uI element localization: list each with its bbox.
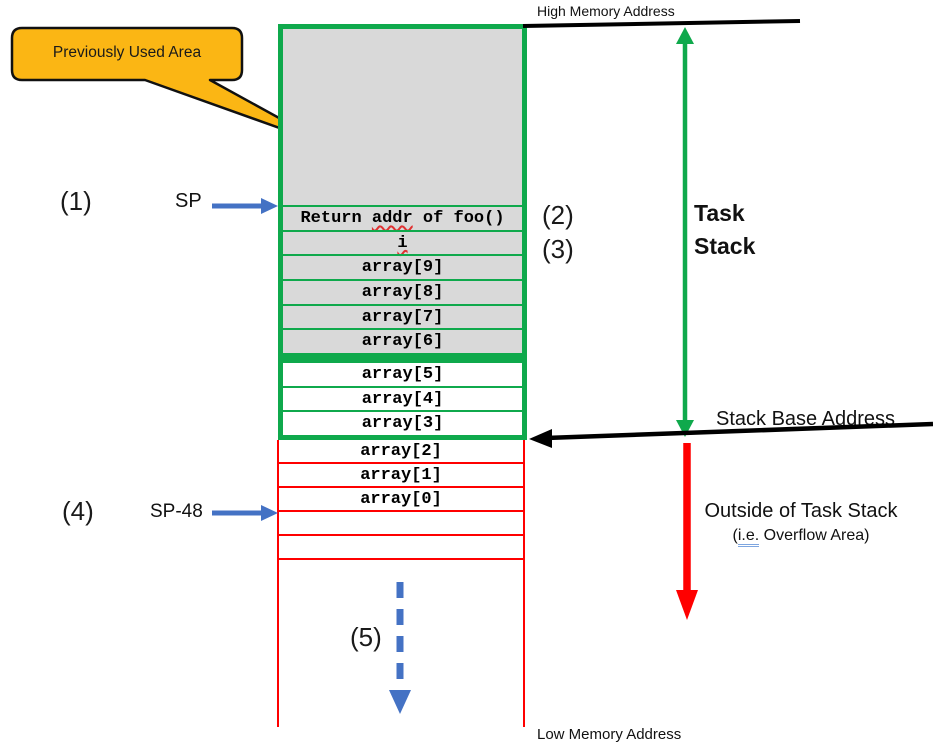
marker-4: (4)	[62, 496, 94, 526]
stack-row-array2: array[2]	[279, 440, 523, 464]
task-stack-arrow	[676, 27, 694, 437]
stack-row-empty	[279, 512, 523, 536]
row-text-misspelled: addr	[371, 208, 413, 228]
callout-bubble	[10, 26, 332, 148]
marker-2: (2)	[542, 200, 574, 230]
stack-inbound-box: array[5] array[4] array[3]	[278, 358, 527, 440]
stack-row-array0: array[0]	[279, 488, 523, 512]
callout-label: Previously Used Area	[52, 44, 202, 61]
stack-row-array5: array[5]	[361, 364, 444, 384]
sp48-label: SP-48	[150, 501, 203, 522]
marker-3: (3)	[542, 234, 574, 264]
stack-row-array7: array[7]	[283, 303, 522, 329]
low-memory-label: Low Memory Address	[537, 726, 682, 743]
outside-line1: Outside of Task Stack	[704, 500, 898, 522]
outside-rest: Overflow Area)	[759, 527, 870, 544]
stack-row-array6: array[6]	[283, 328, 522, 353]
task-stack-line2: Stack	[694, 233, 756, 259]
task-stack-label: Task Stack	[694, 197, 755, 263]
outside-paren: (	[732, 527, 738, 544]
stack-growth-arrow	[389, 582, 411, 714]
marker-5: (5)	[350, 622, 382, 652]
stack-used-area-box: Return addr of foo() i array[9] array[8]…	[278, 24, 527, 358]
outside-ie: i.e.	[737, 527, 760, 547]
stack-row-empty	[279, 536, 523, 560]
high-memory-line	[522, 19, 801, 28]
stack-row-array3: array[3]	[283, 410, 522, 435]
outside-task-stack-label: Outside of Task Stack (i.e. Overflow Are…	[690, 500, 912, 547]
stack-row-array8: array[8]	[283, 279, 522, 304]
stack-overflow-region: array[2] array[1] array[0]	[277, 440, 525, 727]
stack-row-array9: array[9]	[283, 254, 522, 279]
marker-1: (1)	[60, 186, 92, 216]
overflow-arrow	[676, 443, 698, 620]
row-text: of foo()	[412, 208, 505, 228]
row-text-misspelled: i	[397, 233, 408, 253]
stack-row-i: i	[283, 229, 522, 255]
sp-label: SP	[175, 190, 202, 212]
row-text: Return	[300, 208, 372, 228]
high-memory-label: High Memory Address	[537, 3, 675, 19]
stack-base-label: Stack Base Address	[716, 408, 895, 430]
sp-arrow	[212, 198, 278, 214]
stack-base-arrow	[529, 421, 933, 448]
outside-line2: (i.e. Overflow Area)	[690, 527, 912, 547]
task-stack-line1: Task	[694, 200, 745, 226]
stack-row-array4: array[4]	[283, 385, 522, 411]
stack-row-array1: array[1]	[279, 464, 523, 488]
stack-row-return-addr: Return addr of foo()	[283, 205, 522, 230]
sp48-arrow	[212, 505, 278, 521]
